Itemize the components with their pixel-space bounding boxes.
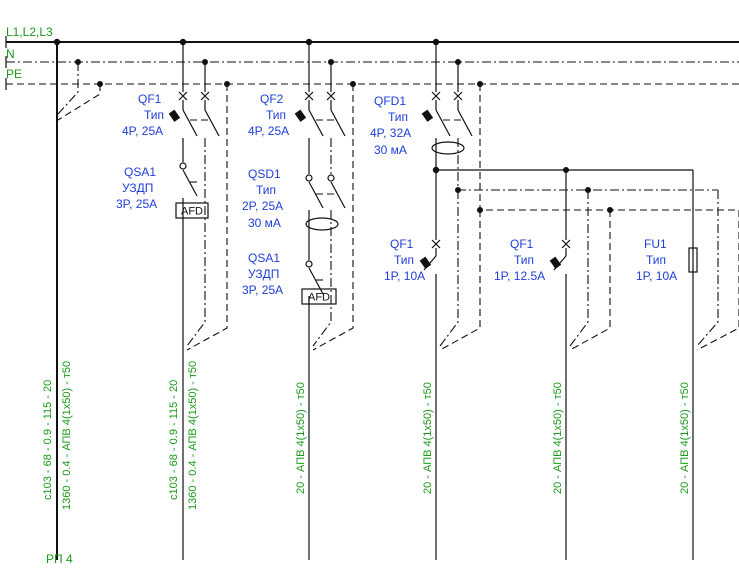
cable-label-3: с103 - 68 - 0.9 - 115 - 20 [168, 380, 180, 500]
device-label-line: 30 мА [248, 216, 281, 230]
device-label-line: 1P, 10A [384, 269, 425, 283]
panel-label: РП 4 [46, 552, 73, 566]
device-label-feeder-5: QSA1 УЗДП 3P, 25A [242, 251, 283, 297]
feeder-3-circuit [419, 38, 739, 560]
device-label-line: 1P, 12.5A [494, 269, 545, 283]
cable-label-2: 1360 - 0.4 - АПВ 4(1х50) - т50 [61, 361, 73, 510]
device-label-line: QF1 [510, 237, 534, 251]
device-label-line: FU1 [644, 237, 667, 251]
device-label-line: QSA1 [248, 251, 280, 265]
device-label-line: QF2 [260, 92, 284, 106]
device-label-line: Тип [266, 108, 286, 122]
device-label-feeder-9: FU1 Тип 1P, 10A [636, 237, 677, 283]
cable-label-6: 20 - АПВ 4(1х50) - т50 [422, 382, 434, 494]
device-label-feeder-6: QFD1 Тип 4P, 32A 30 мА [370, 94, 411, 157]
device-label-line: QFD1 [374, 94, 406, 108]
feeder-2-afd-label: AFD [308, 292, 330, 304]
device-label-feeder-1: QF1 Тип 4P, 25A [122, 92, 164, 138]
device-label-line: Тип [646, 253, 666, 267]
bus-n [5, 56, 739, 68]
device-label-line: QF1 [390, 237, 414, 251]
device-label-line: 2P, 25A [242, 199, 283, 213]
bus-label-pe: PE [6, 67, 22, 81]
device-label-line: QF1 [138, 92, 162, 106]
cable-label-7: 20 - АПВ 4(1х50) - т50 [552, 382, 564, 494]
device-label-feeder-4: QSD1 Тип 2P, 25A 30 мА [242, 167, 283, 230]
bus-label-n: N [6, 47, 15, 61]
device-label-feeder-3: QF2 Тип 4P, 25A [248, 92, 289, 138]
device-label-line: Тип [144, 108, 164, 122]
device-label-line: 3P, 25A [116, 197, 157, 211]
incoming-feeder [53, 38, 103, 560]
cable-label-5: 20 - АПВ 4(1х50) - т50 [295, 382, 307, 494]
feeder-2-circuit: AFD [294, 38, 356, 560]
cable-label-8: 20 - АПВ 4(1х50) - т50 [679, 382, 691, 494]
device-label-line: 4P, 32A [370, 126, 411, 140]
bus-label-l: L1,L2,L3 [6, 25, 53, 39]
device-label-line: Тип [394, 253, 414, 267]
device-label-line: 4P, 25A [122, 124, 163, 138]
device-label-line: Тип [256, 183, 276, 197]
bus-pe [5, 78, 739, 90]
device-label-line: Тип [514, 253, 534, 267]
device-label-line: Тип [388, 110, 408, 124]
device-label-feeder-7: QF1 Тип 1P, 10A [384, 237, 425, 283]
device-label-line: УЗДП [248, 267, 279, 281]
device-label-line: УЗДП [122, 181, 153, 195]
device-label-feeder-2: QSA1 УЗДП 3P, 25A [116, 165, 157, 211]
feeder-1-afd-label: AFD [181, 206, 203, 218]
device-label-line: 4P, 25A [248, 124, 289, 138]
device-label-line: QSD1 [248, 167, 281, 181]
cable-label-1: с103 - 68 - 0.9 - 115 - 20 [42, 380, 54, 500]
feeder-1-circuit: AFD [168, 38, 230, 560]
device-label-line: QSA1 [124, 165, 156, 179]
device-label-feeder-8: QF1 Тип 1P, 12.5A [494, 237, 545, 283]
bus-l [5, 36, 739, 48]
device-label-line: 30 мА [374, 143, 407, 157]
device-label-line: 1P, 10A [636, 269, 677, 283]
device-label-line: 3P, 25A [242, 283, 283, 297]
cable-label-4: 1360 - 0.4 - АПВ 4(1х50) - т50 [187, 361, 199, 510]
